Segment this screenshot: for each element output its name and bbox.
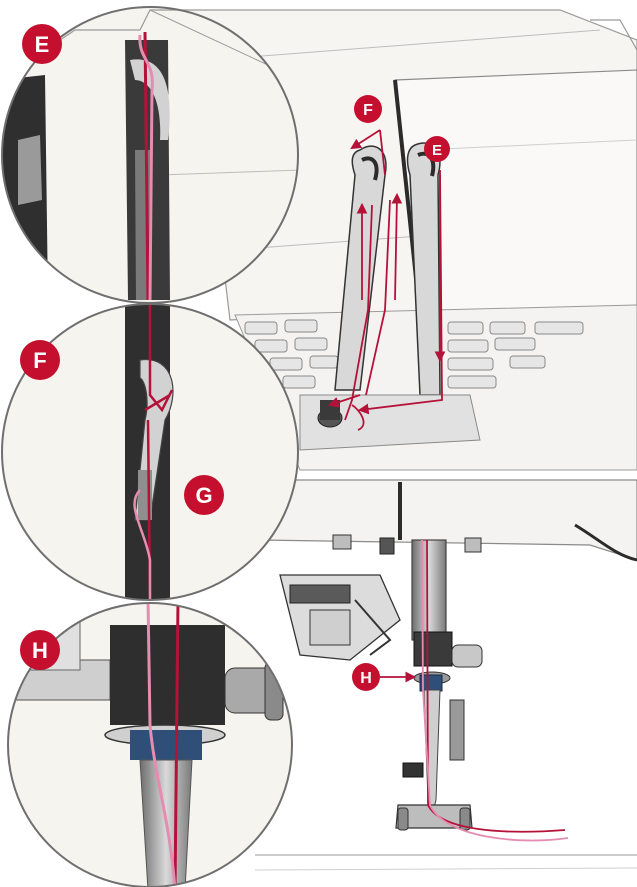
top-e-small-badge: E	[424, 136, 450, 162]
circle-e-badge: E	[22, 24, 62, 64]
svg-text:E: E	[35, 32, 50, 57]
circle-f-badge: F	[20, 340, 60, 380]
machine-top-illustration: F E	[148, 9, 637, 471]
svg-text:H: H	[32, 638, 48, 663]
circle-h-badge: H	[20, 630, 60, 670]
svg-text:G: G	[195, 483, 212, 508]
detail-circle-f: F G	[1, 303, 299, 601]
detail-circle-e: E	[1, 6, 299, 304]
svg-text:E: E	[432, 142, 442, 159]
svg-text:F: F	[33, 348, 46, 373]
needle-h-badge: H	[352, 663, 380, 691]
svg-text:F: F	[363, 102, 373, 119]
top-f-badge: F	[354, 95, 382, 123]
svg-text:H: H	[360, 670, 372, 687]
circle-g-badge: G	[184, 475, 224, 515]
needle-area-illustration: H	[254, 479, 637, 887]
